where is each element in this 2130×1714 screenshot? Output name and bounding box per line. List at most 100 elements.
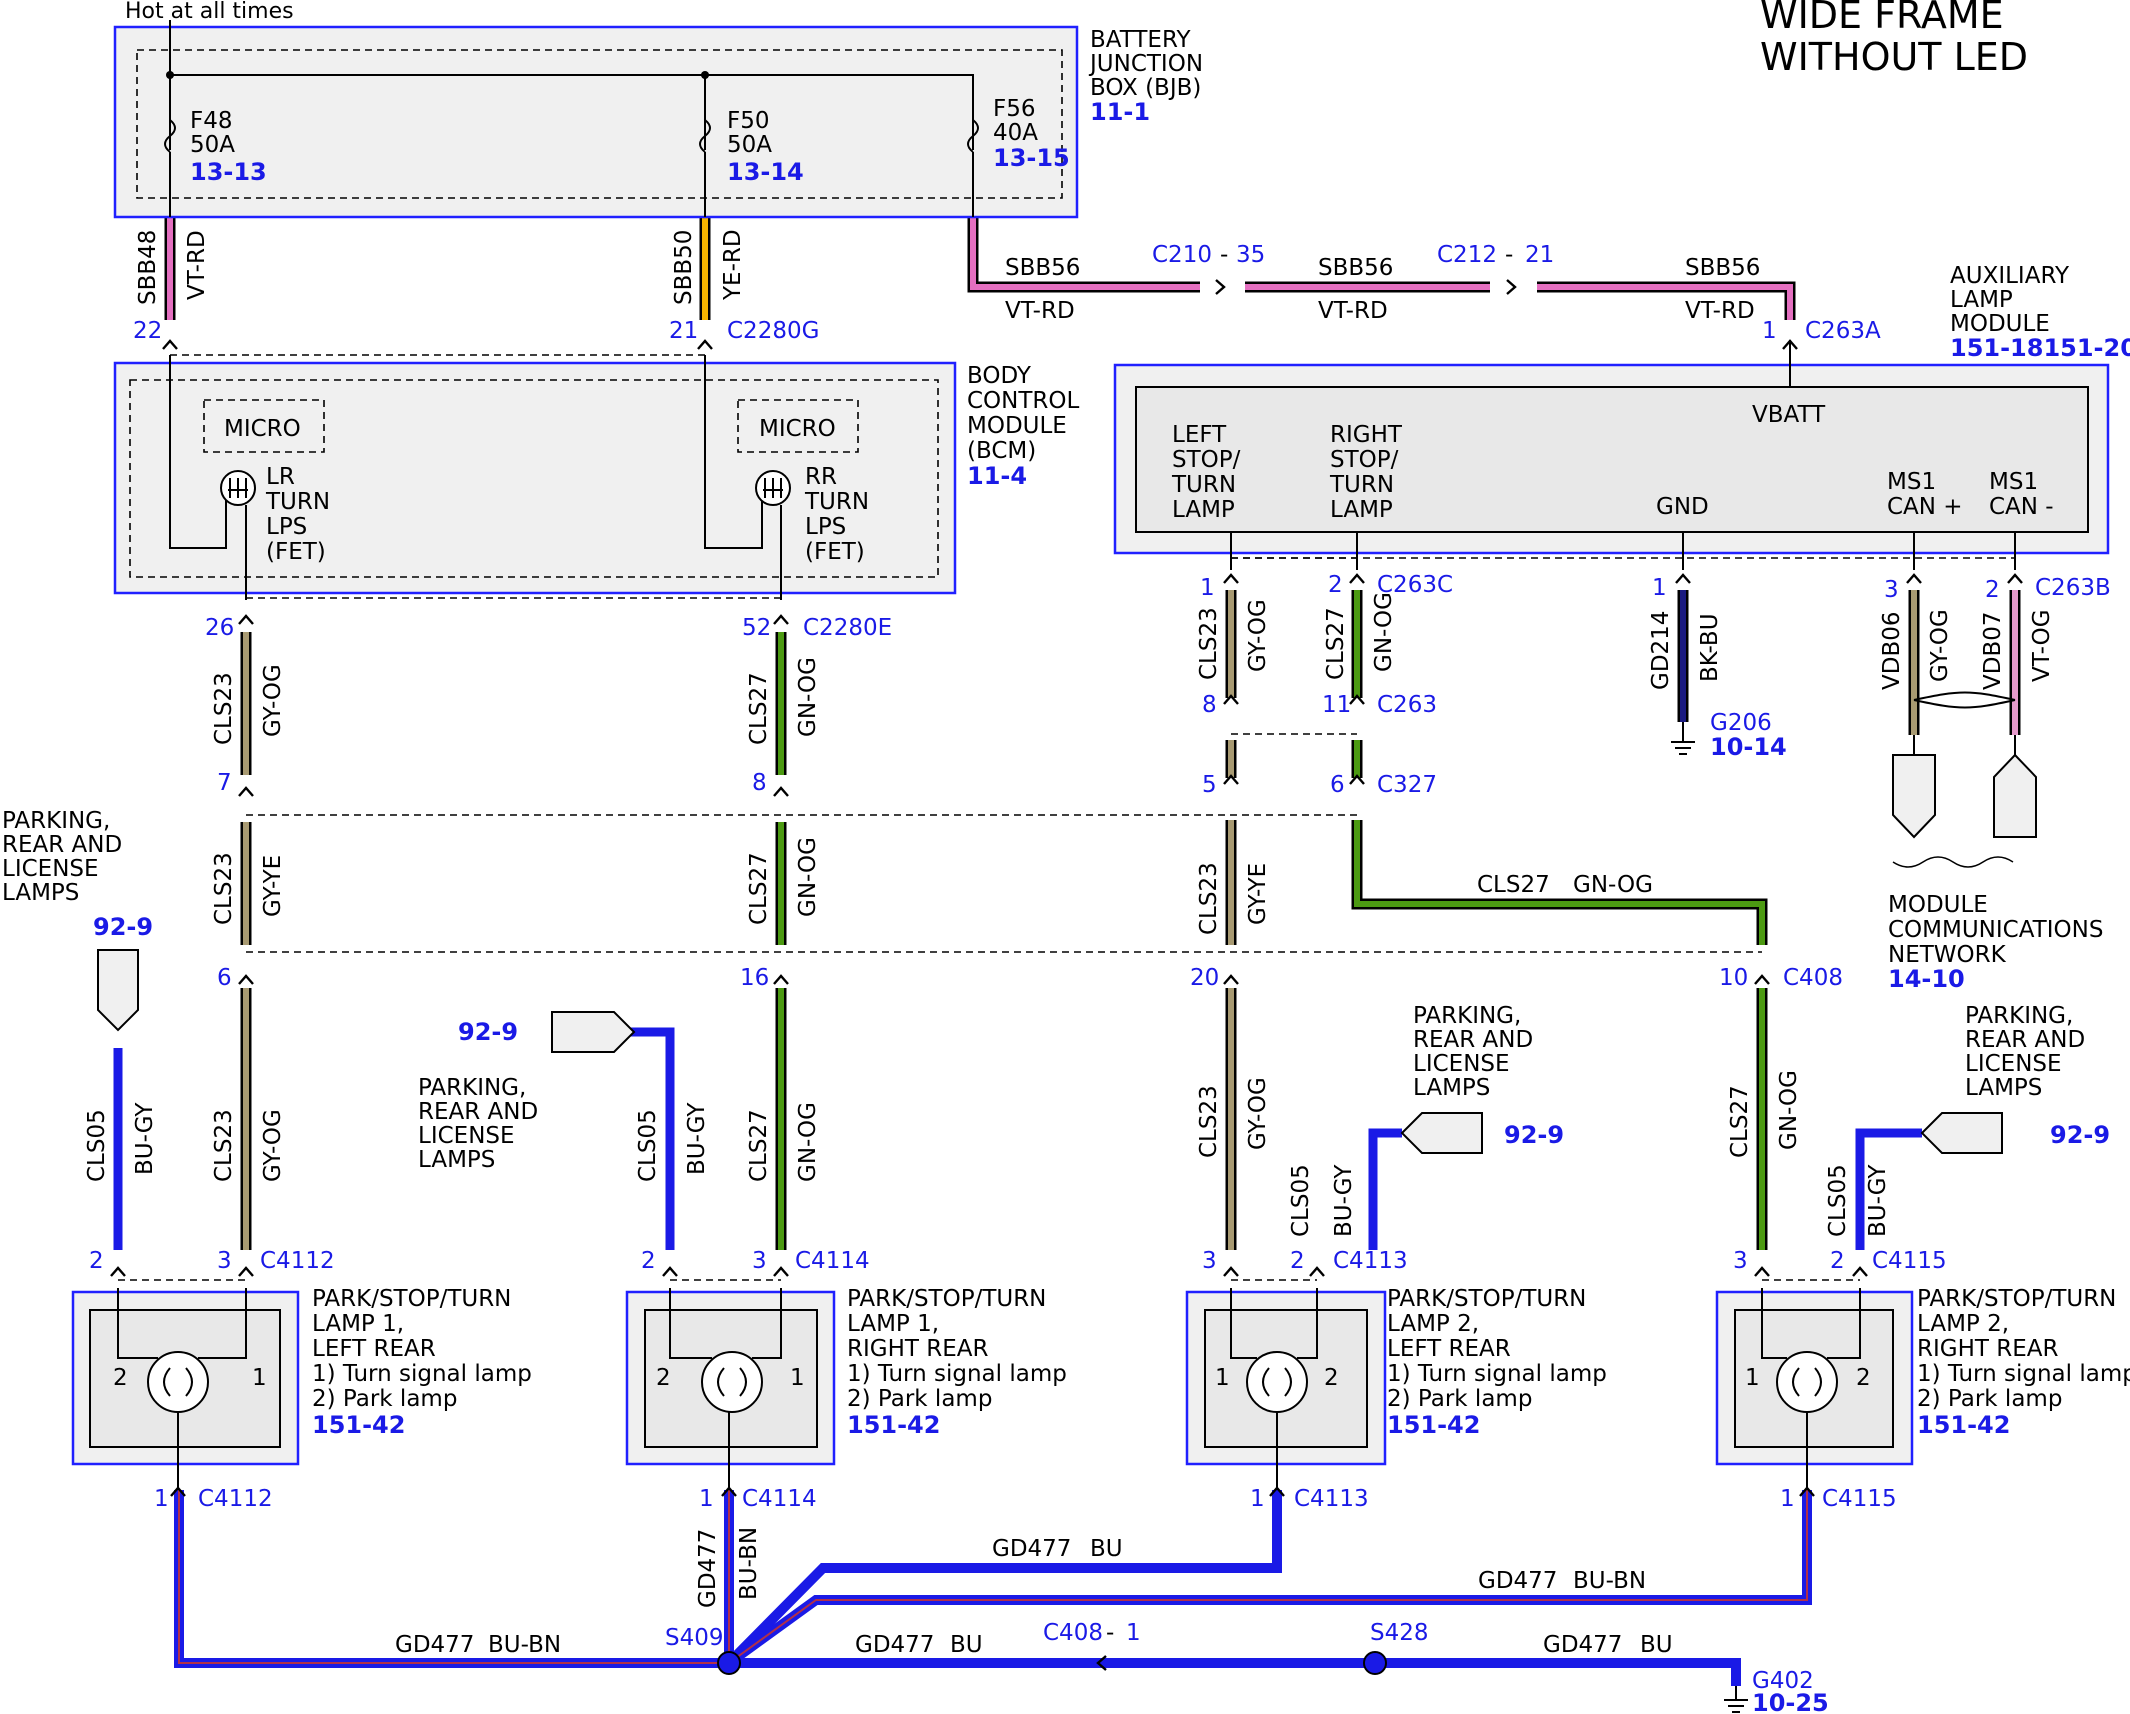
wire-label-gnog-d: GN-OG [795,1102,821,1182]
lamp4-pin1: 1 [1745,1365,1760,1391]
wire-label-sbb50: SBB50 [671,230,697,305]
lamp4-ref[interactable]: 151-42 [1917,1411,2010,1439]
connector-chevron-icon [1754,1266,1770,1277]
alm-ref[interactable]: 151-18151-20 [1950,334,2130,362]
fuse-f56-ref[interactable]: 13-15 [993,144,1070,172]
lamp3-l2: LAMP 2, [1387,1311,1479,1337]
pin-2-l3: 2 [1290,1248,1305,1274]
bjb-ref[interactable]: 11-1 [1090,98,1150,126]
parking-r2-ref[interactable]: 92-9 [2050,1121,2110,1149]
connector-chevron-icon [238,786,254,797]
wire-label-cls23-b: CLS23 [211,852,237,925]
bcm-rr-2: TURN [804,489,869,515]
pin-2-alm: 2 [1328,572,1343,598]
connector-dash-lines [118,354,2015,1281]
connector-c212: C212 [1437,242,1497,268]
wire-label-vdb06: VDB06 [1879,612,1905,691]
alm-label-2: LAMP [1950,287,2013,313]
connector-c4112-bottom: C4112 [198,1486,273,1512]
connector-chevron-icon [110,1266,126,1277]
pin-3-alm: 3 [1884,577,1899,603]
ground-g206-ref[interactable]: 10-14 [1710,733,1787,761]
lamp4-f2: 2) Park lamp [1917,1386,2062,1412]
parking-r1-3: LICENSE [1413,1051,1510,1077]
fuse-f48-amp: 50A [190,132,235,158]
fuse-f50-ref[interactable]: 13-14 [727,158,804,186]
connector-c212-sep: - [1505,242,1513,268]
wire-label-gnog-h: GN-OG [1573,872,1653,898]
connector-c263a: C263A [1805,318,1881,344]
pin-1-c263a: 1 [1762,318,1777,344]
connector-c408: C408 [1783,965,1843,991]
inline-connector-icon [1215,279,1226,295]
lamp1-ref[interactable]: 151-42 [312,1411,405,1439]
lamp3-pin2: 2 [1324,1365,1339,1391]
lamp2-pin1: 1 [790,1365,805,1391]
ground-g206-icon [1671,722,1695,755]
wire-label-cls05-2: CLS05 [635,1109,661,1182]
connector-chevron-icon [1799,1486,1815,1497]
lamp1-pin2: 2 [113,1365,128,1391]
connector-c408-bottom: C408 [1043,1620,1103,1646]
parking-r1-2: REAR AND [1413,1027,1533,1053]
parking-r1-4: LAMPS [1413,1075,1490,1101]
lamp2-l1: PARK/STOP/TURN [847,1286,1046,1312]
bjb-label-1: BATTERY [1090,27,1191,53]
parking-left-ref[interactable]: 92-9 [93,913,153,941]
twisted-pair [1892,691,2037,868]
bcm-ref[interactable]: 11-4 [967,462,1027,490]
wire-label-cls23-a: CLS23 [211,672,237,745]
wire-label-gnog-e: GN-OG [1776,1070,1802,1150]
lamp4-pin2: 2 [1856,1365,1871,1391]
lamp3-ref[interactable]: 151-42 [1387,1411,1480,1439]
splice-s409-label: S409 [665,1625,724,1651]
connector-chevron-icon [773,974,789,985]
mcn-ref[interactable]: 14-10 [1888,965,1965,993]
lamp1-pin1: 1 [252,1365,267,1391]
connector-chevrons [110,279,2023,1671]
connector-c263b: C263B [2035,575,2111,601]
fuse-f50-amp: 50A [727,132,772,158]
pin-11: 11 [1322,692,1351,718]
alm-left-1: LEFT [1172,422,1227,448]
alm-ms1m-1: MS1 [1989,469,2038,495]
wire-label-bubn-v: BU-BN [736,1527,762,1600]
wire-label-vtrd-56c: VT-RD [1685,298,1755,324]
wire-label-vtrd-56b: VT-RD [1318,298,1388,324]
lamp2-pin2: 2 [656,1365,671,1391]
wire-label-gd214: GD214 [1648,611,1674,690]
wire-label-gd477-3: GD477 [1478,1568,1557,1594]
connector-chevron-icon [721,1486,737,1497]
connector-c408-pin: 1 [1126,1620,1141,1646]
alm-label-3: MODULE [1950,311,2050,337]
wire-label-gnog-b: GN-OG [795,837,821,917]
connector-c408-sep: - [1106,1620,1114,1646]
parking-mid-ref[interactable]: 92-9 [458,1018,518,1046]
ground-g402-ref[interactable]: 10-25 [1752,1689,1829,1714]
wire-label-bugy-1: BU-GY [132,1102,158,1175]
lamp2-ref[interactable]: 151-42 [847,1411,940,1439]
wire-label-gd477-1: GD477 [395,1632,474,1658]
wire-label-cls27-b: CLS27 [746,852,772,925]
pin-2-l1: 2 [89,1248,104,1274]
connector-chevron-icon [773,614,789,625]
wire-label-gyog-can: GY-OG [1927,609,1953,682]
lamp2-l2: LAMP 1, [847,1311,939,1337]
connector-chevron-icon [1223,694,1239,705]
wire-label-cls23-alm: CLS23 [1196,607,1222,680]
pin-3-l3: 3 [1202,1248,1217,1274]
alm-right-4: LAMP [1330,497,1393,523]
pin-2-l4: 2 [1830,1248,1845,1274]
lamp-3-label: PARK/STOP/TURN LAMP 2, LEFT REAR 1) Turn… [1387,1286,1607,1439]
splice-s409 [717,1651,741,1675]
lamp-1-label: PARK/STOP/TURN LAMP 1, LEFT REAR 1) Turn… [312,1286,532,1439]
wire-label-bugy-3: BU-GY [1331,1164,1357,1237]
fuse-f48-ref[interactable]: 13-13 [190,158,267,186]
auxiliary-lamp-module [1113,340,2110,570]
wire-label-vdb07: VDB07 [1980,612,2006,691]
alm-ms1p-1: MS1 [1887,469,1936,495]
diagram-title-line1: WIDE FRAME [1760,0,2004,37]
alm-left-4: LAMP [1172,497,1235,523]
parking-r1-ref[interactable]: 92-9 [1504,1121,1564,1149]
wire-label-gyog-a: GY-OG [260,664,286,737]
